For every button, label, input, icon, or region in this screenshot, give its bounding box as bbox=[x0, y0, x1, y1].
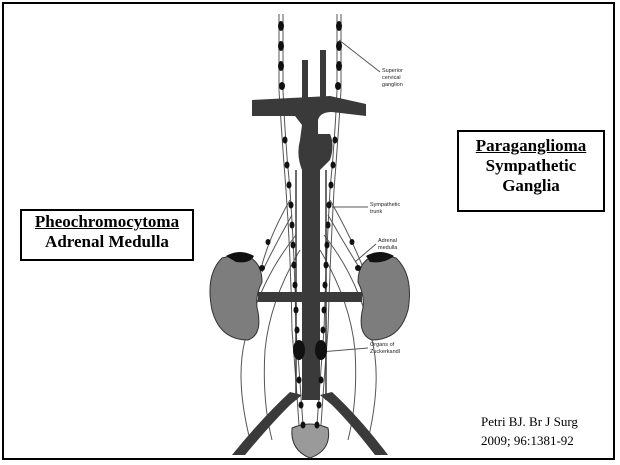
svg-text:trunk: trunk bbox=[370, 209, 382, 215]
svg-text:Zuckerkandl: Zuckerkandl bbox=[370, 349, 400, 355]
svg-text:Organs of: Organs of bbox=[370, 342, 395, 348]
citation-line-1: Petri BJ. Br J Surg bbox=[481, 412, 578, 431]
citation-line-2: 2009; 96:1381-92 bbox=[481, 431, 578, 450]
superior-cervical-label: Superior cervical ganglion bbox=[382, 68, 403, 88]
paraganglioma-box: Paraganglioma Sympathetic Ganglia bbox=[457, 130, 605, 212]
svg-text:cervical: cervical bbox=[382, 75, 401, 81]
citation: Petri BJ. Br J Surg 2009; 96:1381-92 bbox=[481, 412, 578, 450]
pheochromocytoma-title: Pheochromocytoma bbox=[22, 212, 192, 232]
bladder bbox=[292, 424, 329, 458]
sympathetic-line: Sympathetic bbox=[459, 156, 603, 176]
ganglia-line: Ganglia bbox=[459, 176, 603, 196]
paraganglioma-title: Paraganglioma bbox=[459, 136, 603, 156]
left-kidney bbox=[210, 254, 262, 340]
sympathetic-trunk-label: Sympathetic trunk bbox=[370, 202, 401, 215]
svg-text:Adrenal: Adrenal bbox=[378, 238, 397, 244]
vessels bbox=[232, 50, 388, 455]
right-kidney bbox=[358, 254, 410, 340]
zuckerkandl-label: Organs of Zuckerkandl bbox=[370, 342, 400, 355]
adrenal-medulla-label: Adrenal medulla bbox=[378, 238, 398, 251]
svg-text:Superior: Superior bbox=[382, 68, 403, 74]
pheochromocytoma-box: Pheochromocytoma Adrenal Medulla bbox=[20, 209, 194, 261]
svg-text:ganglion: ganglion bbox=[382, 82, 403, 88]
svg-text:Sympathetic: Sympathetic bbox=[370, 202, 401, 208]
adrenal-medulla-subtitle: Adrenal Medulla bbox=[22, 232, 192, 252]
svg-text:medulla: medulla bbox=[378, 245, 398, 251]
